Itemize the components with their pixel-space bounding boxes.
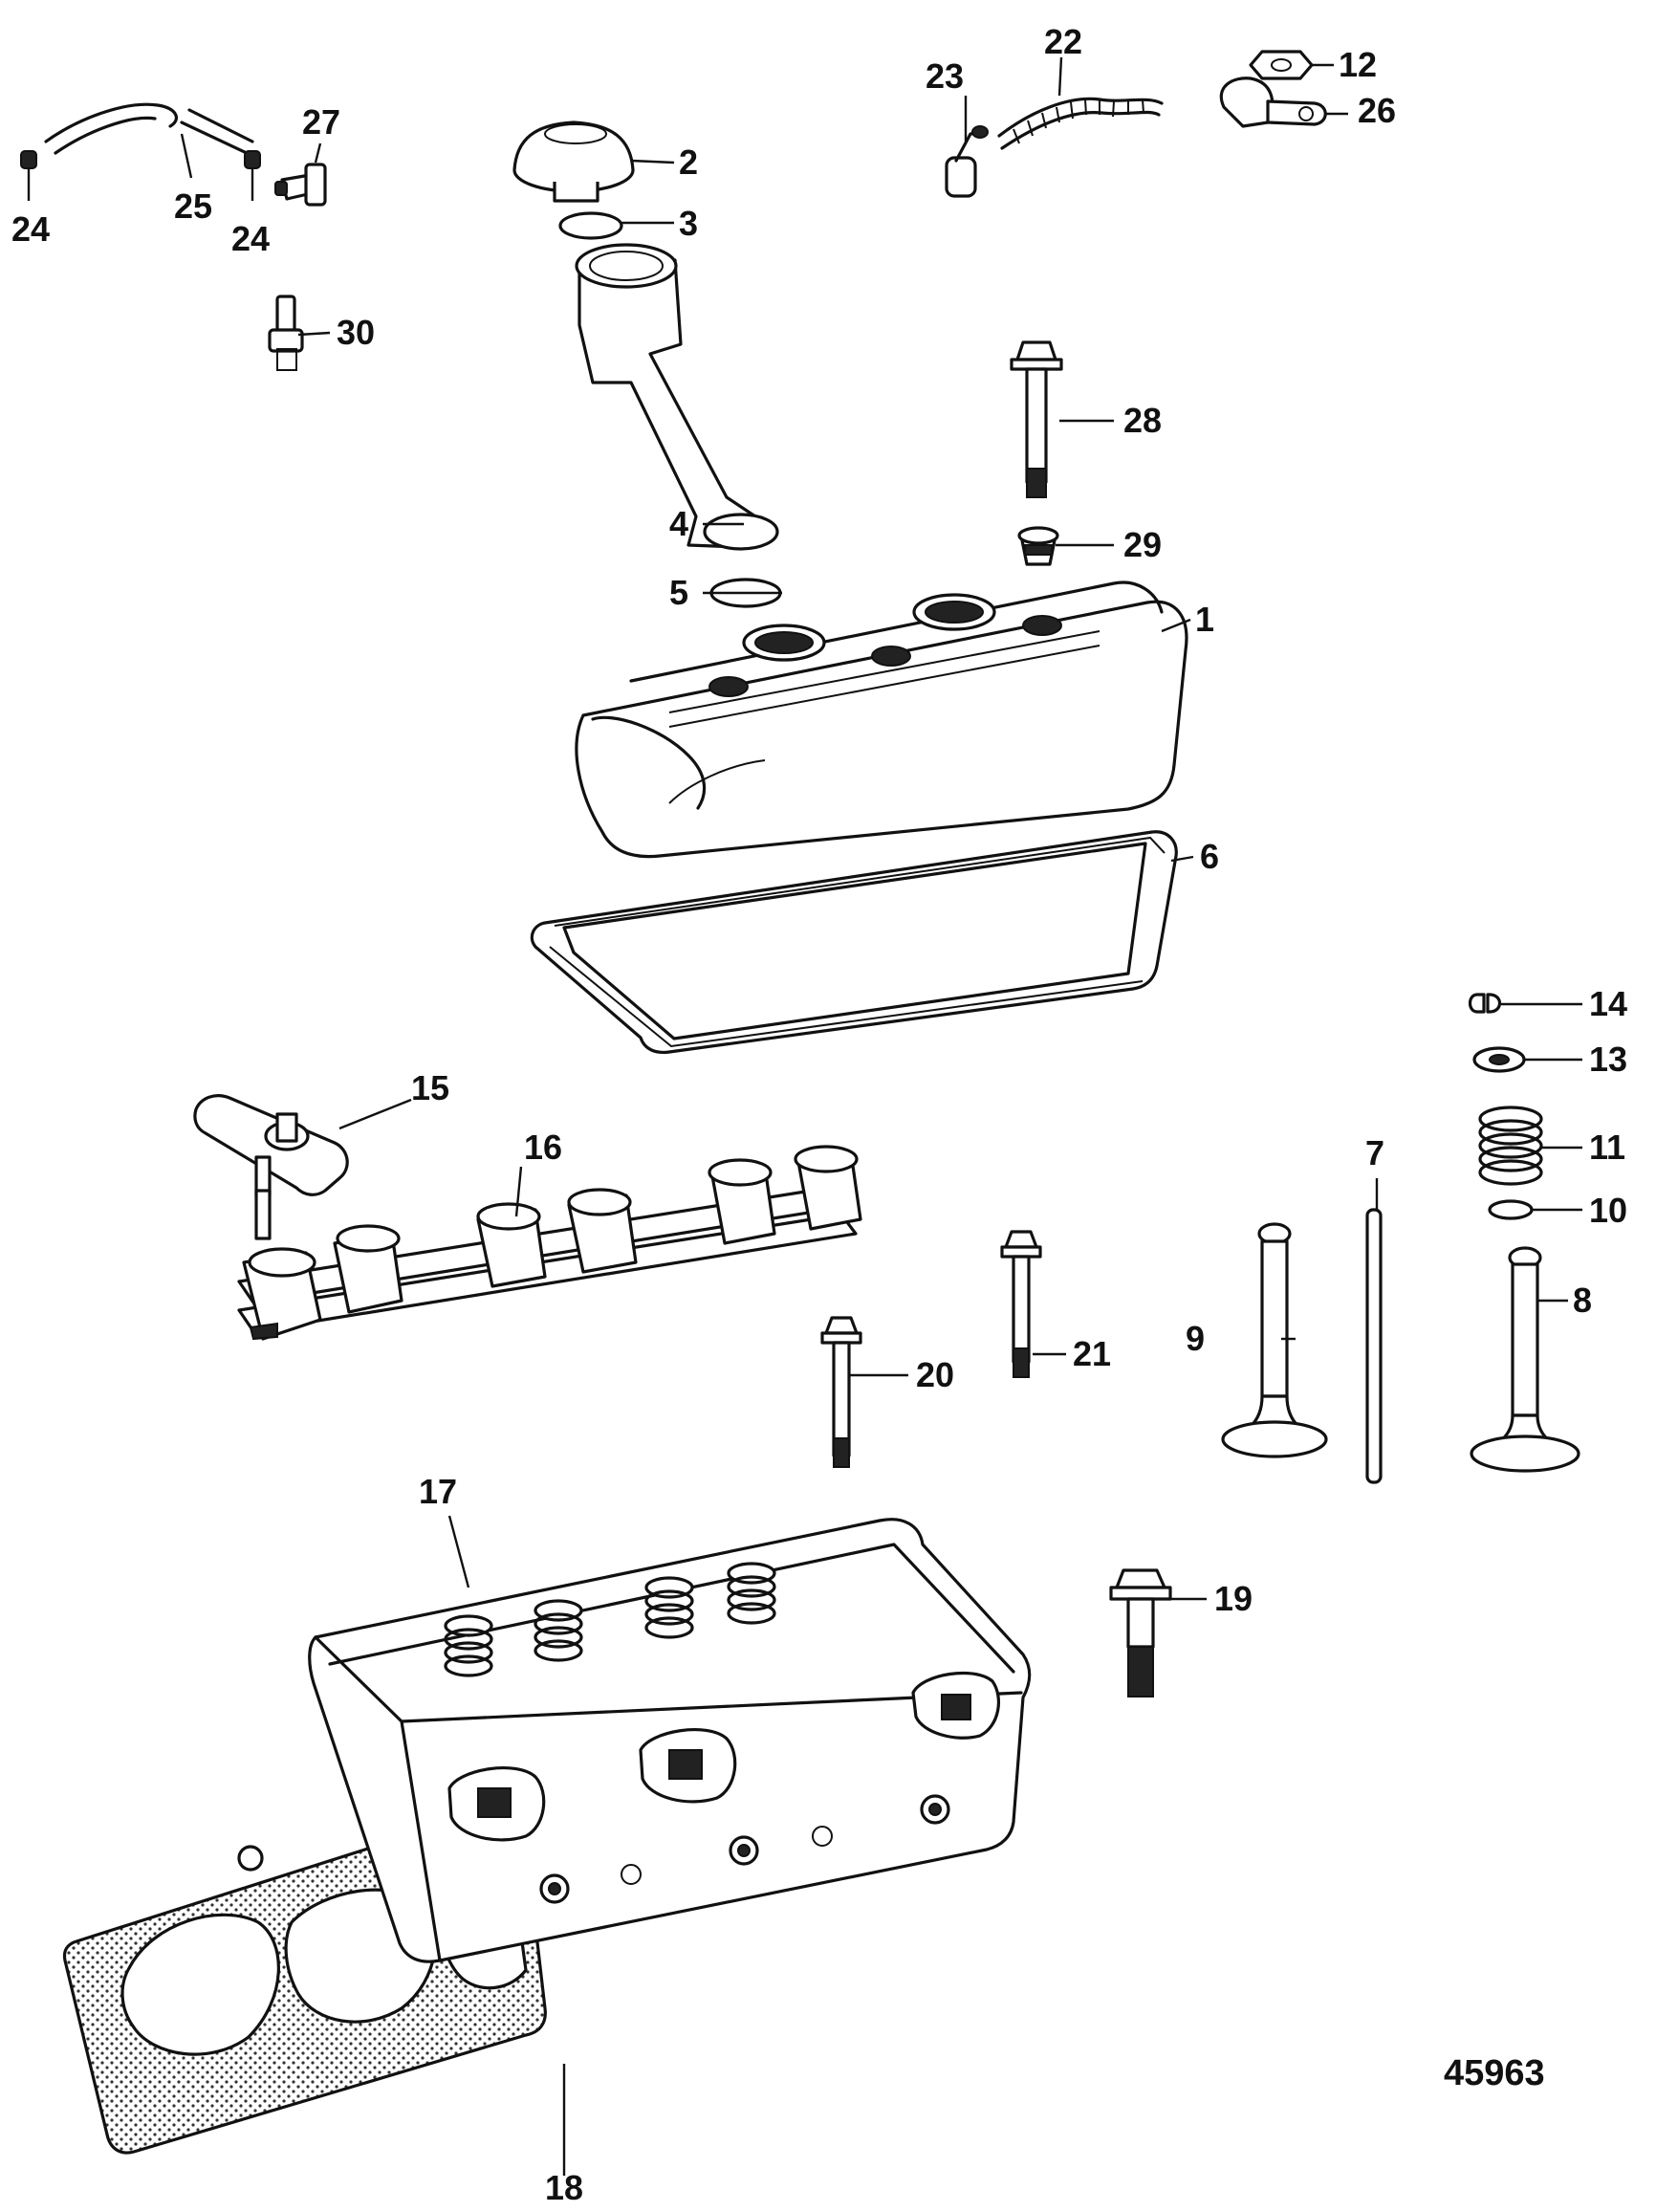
callout-3: 3 xyxy=(679,204,698,243)
figure-reference-number: 45963 xyxy=(1444,2053,1545,2093)
head-valve-springs xyxy=(444,1562,776,1677)
callout-8: 8 xyxy=(1573,1281,1592,1320)
callout-16: 16 xyxy=(524,1128,562,1167)
o-ring-3 xyxy=(558,211,623,240)
callout-23: 23 xyxy=(926,56,964,96)
hose-25 xyxy=(44,102,254,155)
callout-25: 25 xyxy=(174,186,212,226)
corrugated-hose-22 xyxy=(997,97,1164,150)
callout-30: 30 xyxy=(337,313,375,352)
callout-28: 28 xyxy=(1123,401,1162,440)
retainer-13 xyxy=(1472,1046,1526,1073)
valve-9 xyxy=(1221,1222,1328,1458)
valve-cover-1 xyxy=(575,580,1188,859)
hose-clamp-24-left xyxy=(20,150,37,169)
callout-24-left: 24 xyxy=(11,209,50,249)
elbow-fitting-27 xyxy=(274,163,327,207)
callout-14: 14 xyxy=(1589,984,1627,1023)
bolt-21 xyxy=(1000,1230,1042,1378)
callout-5: 5 xyxy=(669,573,688,612)
oil-fill-tube-4 xyxy=(575,243,779,551)
callout-12: 12 xyxy=(1339,45,1377,84)
callout-15: 15 xyxy=(411,1068,449,1107)
pushrod-7 xyxy=(1365,1208,1383,1484)
callout-22: 22 xyxy=(1044,22,1082,61)
callout-17: 17 xyxy=(419,1472,457,1511)
callout-27: 27 xyxy=(302,102,340,142)
callout-11: 11 xyxy=(1589,1128,1625,1167)
leader-lines xyxy=(27,56,1582,2176)
callout-24-right: 24 xyxy=(231,219,270,258)
bolt-28 xyxy=(1010,340,1063,498)
callout-29: 29 xyxy=(1123,525,1162,564)
grommet-29 xyxy=(1017,526,1059,566)
callout-2: 2 xyxy=(679,142,698,182)
callout-21: 21 xyxy=(1073,1334,1111,1373)
oil-fill-cap-2 xyxy=(512,120,635,203)
fitting-23 xyxy=(945,125,989,198)
valve-8 xyxy=(1470,1246,1580,1473)
callout-26: 26 xyxy=(1358,91,1396,130)
rocker-guide-16 xyxy=(237,1145,862,1341)
callout-6: 6 xyxy=(1200,837,1219,876)
cylinder-head-17 xyxy=(308,1518,1032,1963)
callout-13: 13 xyxy=(1589,1040,1627,1079)
rocker-arm-15 xyxy=(193,1094,349,1240)
callout-7: 7 xyxy=(1365,1133,1384,1172)
clamp-26 xyxy=(1219,77,1327,128)
valve-cover-gasket-6 xyxy=(530,830,1178,1055)
callout-20: 20 xyxy=(916,1355,954,1394)
washer-10 xyxy=(1488,1199,1534,1220)
hose-clamp-24-right xyxy=(244,150,261,169)
bolt-19 xyxy=(1109,1568,1172,1697)
nut-12 xyxy=(1249,50,1314,80)
sensor-30 xyxy=(268,295,304,371)
callout-labels: 1 2 3 4 5 6 7 8 9 10 11 12 13 14 15 16 1… xyxy=(11,22,1627,2207)
callout-10: 10 xyxy=(1589,1191,1627,1230)
callout-19: 19 xyxy=(1214,1579,1253,1618)
callout-18: 18 xyxy=(545,2168,583,2207)
keepers-14 xyxy=(1468,993,1502,1014)
valve-spring-11 xyxy=(1478,1106,1543,1186)
bolt-20 xyxy=(820,1316,862,1468)
callout-9: 9 xyxy=(1186,1319,1205,1358)
callout-4: 4 xyxy=(669,504,688,543)
callout-1: 1 xyxy=(1195,600,1214,639)
